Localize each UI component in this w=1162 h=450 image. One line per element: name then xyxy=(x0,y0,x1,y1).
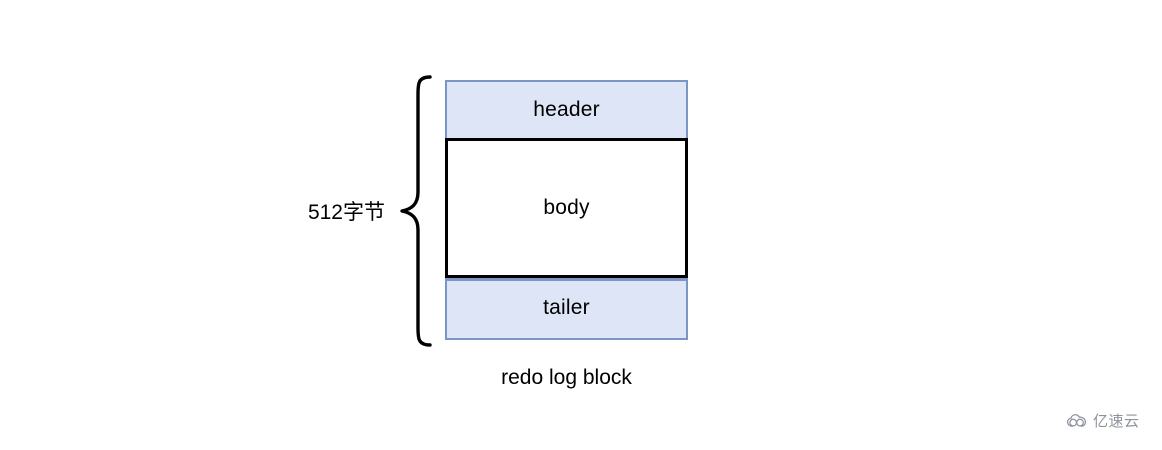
cloud-icon xyxy=(1066,413,1087,427)
segment-label-tailer: tailer xyxy=(543,296,590,319)
segment-label-header: header xyxy=(533,98,600,121)
watermark-text: 亿速云 xyxy=(1093,412,1140,430)
block-segment-tailer: tailer xyxy=(445,278,688,340)
block-segment-header: header xyxy=(445,80,688,138)
dimension-label: 512字节 xyxy=(307,201,385,224)
watermark: 亿速云 xyxy=(1066,410,1140,431)
diagram-caption: redo log block xyxy=(501,366,632,389)
block-segment-body: body xyxy=(445,138,688,278)
segment-label-body: body xyxy=(543,196,590,219)
curly-brace-icon xyxy=(400,75,432,347)
